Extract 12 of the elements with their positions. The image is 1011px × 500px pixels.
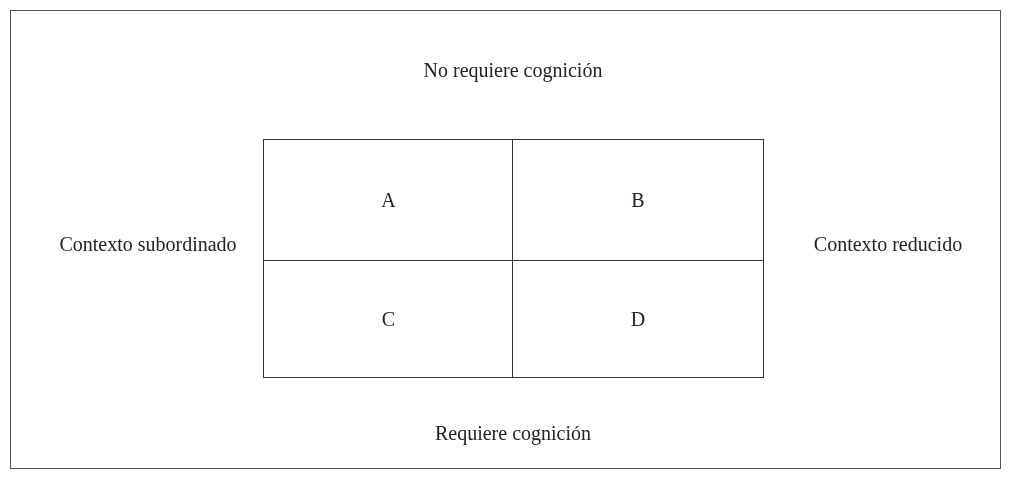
right-axis-label: Contexto reducido	[812, 232, 964, 257]
quadrant-box	[512, 260, 764, 378]
quadrant-letter: D	[630, 307, 646, 331]
left-axis-label: Contexto subordinado	[58, 232, 238, 257]
quadrant-box	[263, 139, 514, 262]
bottom-axis-label: Requiere cognición	[433, 421, 593, 446]
top-axis-label: No requiere cognición	[422, 58, 604, 83]
quadrant-letter: A	[381, 189, 396, 212]
quadrant-box	[512, 139, 764, 262]
quadrant-box	[263, 260, 514, 378]
quadrant-letter: C	[381, 307, 396, 331]
quadrant-letter: B	[631, 189, 645, 212]
